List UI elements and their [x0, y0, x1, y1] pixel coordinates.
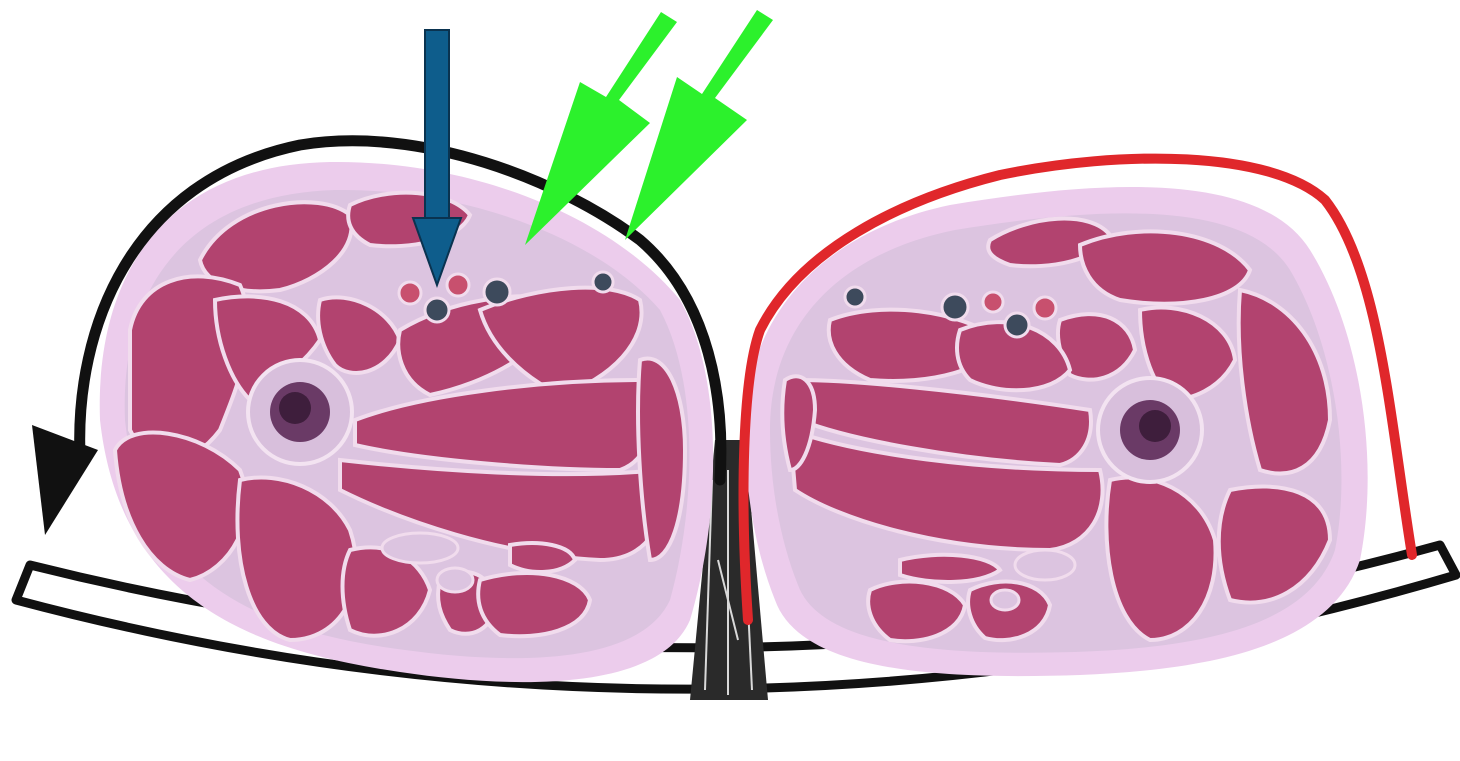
- right-thigh: [745, 187, 1368, 676]
- diagonal-arrow-icon: [525, 10, 773, 245]
- left-femur: [248, 360, 352, 464]
- right-femur: [1098, 378, 1202, 482]
- rotation-arrow-head: [32, 425, 98, 535]
